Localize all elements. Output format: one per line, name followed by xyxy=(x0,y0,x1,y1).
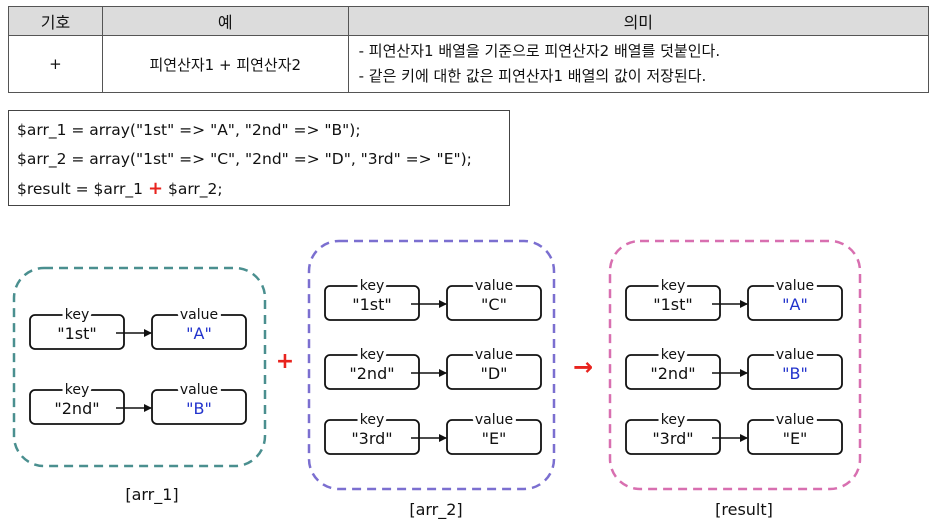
cell-meaning: - 피연산자1 배열을 기준으로 피연산자2 배열를 덧붙인다. - 같은 키에… xyxy=(347,35,930,93)
arr1-dashed-container xyxy=(12,266,267,468)
result-key-label: key xyxy=(661,412,686,428)
arr2-key-box xyxy=(324,354,420,390)
arr2-key-text: "2nd" xyxy=(349,364,394,383)
arr1-value-text: "A" xyxy=(186,324,212,343)
arr2-key-box xyxy=(324,285,420,321)
result-key-box xyxy=(625,354,721,390)
arr2-value-label: value xyxy=(475,278,513,294)
operator-table: 기호 예 의미 + 피연산자1 + 피연산자2 - 피연산자1 배열을 기준으로… xyxy=(8,6,930,93)
arr1-key-text: "2nd" xyxy=(54,399,99,418)
result-value-text: "B" xyxy=(782,364,808,383)
result-value-text: "E" xyxy=(783,429,808,448)
code-box: $arr_1 = array("1st" => "A", "2nd" => "B… xyxy=(8,110,510,206)
header-symbol: 기호 xyxy=(8,6,103,36)
arr1-value-box xyxy=(151,389,247,425)
arr2-key-label: key xyxy=(360,278,385,294)
result-value-label: value xyxy=(776,347,814,363)
result-value-box xyxy=(747,419,843,455)
arr2-dashed-container xyxy=(307,239,556,491)
arr2-key-box xyxy=(324,419,420,455)
result-arrow-icon: → xyxy=(573,353,593,381)
arr2-value-box xyxy=(446,419,542,455)
code-line-3-left: $result = $arr_1 xyxy=(17,180,148,198)
code-line-1: $arr_1 = array("1st" => "A", "2nd" => "B… xyxy=(17,121,361,139)
arr2-value-text: "E" xyxy=(482,429,507,448)
meaning-line-1: - 피연산자1 배열을 기준으로 피연산자2 배열를 덧붙인다. xyxy=(358,42,721,60)
arr1-value-label: value xyxy=(180,382,218,398)
result-value-box xyxy=(747,285,843,321)
arr1-key-box xyxy=(29,389,125,425)
arr2-value-text: "D" xyxy=(480,364,507,383)
table-header-row: 기호 예 의미 xyxy=(8,6,930,36)
code-plus-operator: + xyxy=(147,178,164,199)
table-row: + 피연산자1 + 피연산자2 - 피연산자1 배열을 기준으로 피연산자2 배… xyxy=(8,35,930,93)
cell-symbol: + xyxy=(8,35,103,93)
arr1-value-box xyxy=(151,314,247,350)
arr2-key-label: key xyxy=(360,412,385,428)
result-caption: [result] xyxy=(715,500,773,519)
result-value-label: value xyxy=(776,412,814,428)
result-key-box xyxy=(625,419,721,455)
arr2-value-box xyxy=(446,354,542,390)
result-value-label: value xyxy=(776,278,814,294)
cell-example: 피연산자1 + 피연산자2 xyxy=(101,35,349,93)
result-key-box xyxy=(625,285,721,321)
code-line-2: $arr_2 = array("1st" => "C", "2nd" => "D… xyxy=(17,150,472,168)
arr1-key-box xyxy=(29,314,125,350)
arr2-key-text: "1st" xyxy=(352,295,392,314)
result-value-box xyxy=(747,354,843,390)
arr2-key-label: key xyxy=(360,347,385,363)
arr1-key-text: "1st" xyxy=(57,324,97,343)
result-key-text: "1st" xyxy=(653,295,693,314)
arr1-key-label: key xyxy=(65,382,90,398)
result-key-text: "2nd" xyxy=(650,364,695,383)
result-key-label: key xyxy=(661,347,686,363)
plus-operator: + xyxy=(276,349,294,374)
arr1-key-label: key xyxy=(65,307,90,323)
result-key-text: "3rd" xyxy=(652,429,693,448)
arr2-key-text: "3rd" xyxy=(351,429,392,448)
code-line-3-right: $arr_2; xyxy=(163,180,223,198)
arr1-caption: [arr_1] xyxy=(125,485,178,505)
arr1-value-text: "B" xyxy=(186,399,212,418)
code-line-3: $result = $arr_1 + $arr_2; xyxy=(17,174,509,204)
result-key-label: key xyxy=(661,278,686,294)
result-dashed-container xyxy=(608,239,862,491)
arr2-value-box xyxy=(446,285,542,321)
arr2-value-label: value xyxy=(475,412,513,428)
arr1-value-label: value xyxy=(180,307,218,323)
arr2-value-text: "C" xyxy=(481,295,507,314)
arr2-caption: [arr_2] xyxy=(409,500,462,520)
arr2-value-label: value xyxy=(475,347,513,363)
result-value-text: "A" xyxy=(782,295,808,314)
meaning-line-2: - 같은 키에 대한 값은 피연산자1 배열의 값이 저장된다. xyxy=(358,67,707,85)
